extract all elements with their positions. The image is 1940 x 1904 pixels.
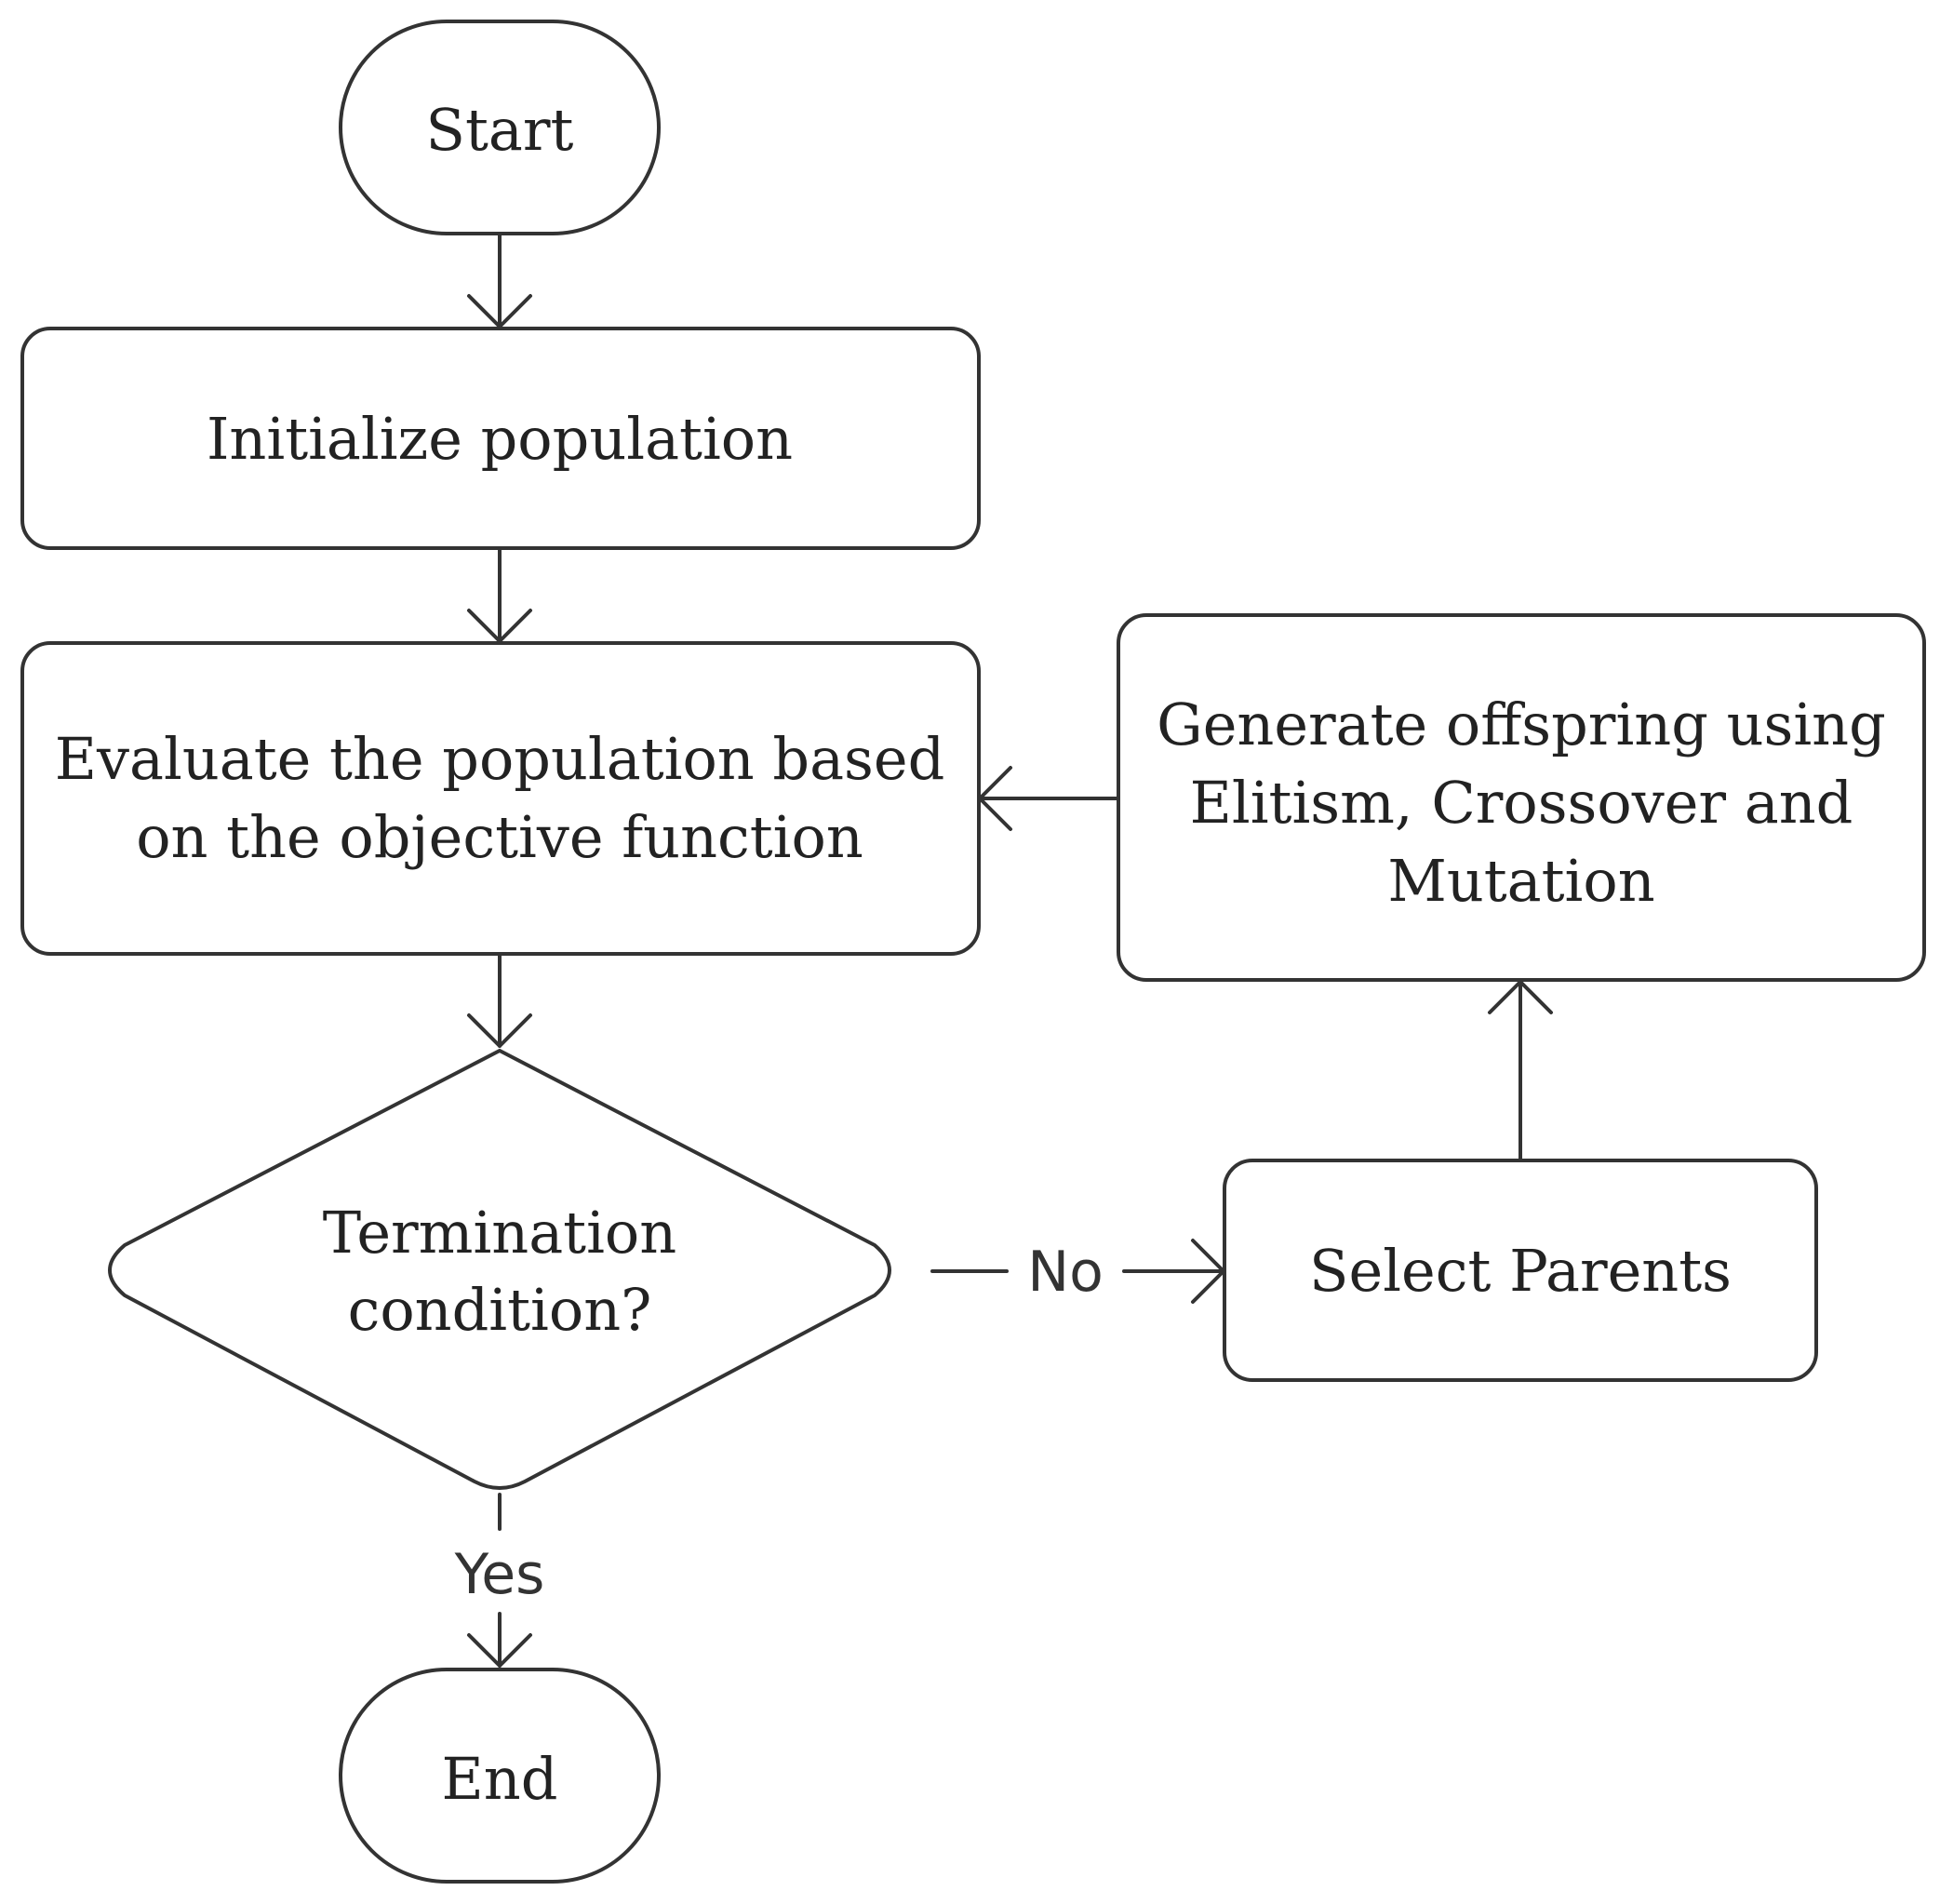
generate-offspring-box: Generate offspring using Elitism, Crosso… <box>1117 613 1926 982</box>
edge-select-to-generate <box>1488 980 1553 1162</box>
termination-decision-diamond: Termination condition? <box>108 1048 891 1490</box>
initialize-population-box: Initialize population <box>20 327 981 550</box>
generate-label-line-2: Elitism, Crossover and <box>1190 769 1853 837</box>
end-terminal: End <box>339 1668 661 1884</box>
select-parents-label: Select Parents <box>1309 1237 1732 1305</box>
edge-initialize-to-evaluate <box>467 547 532 643</box>
start-terminal: Start <box>339 20 661 235</box>
evaluate-label-line-1: Evaluate the population based <box>55 725 945 793</box>
edge-start-to-initialize <box>467 233 532 329</box>
initialize-population-label: Initialize population <box>207 405 793 473</box>
edge-evaluate-to-decision <box>467 954 532 1048</box>
yes-edge-label: Yes <box>454 1542 545 1607</box>
no-edge-label: No <box>1027 1240 1104 1305</box>
edge-decision-to-end-yes <box>467 1493 532 1668</box>
generate-label-line-3: Mutation <box>1387 847 1654 915</box>
decision-label-line-1: Termination <box>323 1199 676 1267</box>
evaluate-population-box: Evaluate the population based on the obj… <box>20 641 981 956</box>
start-label: Start <box>426 96 574 164</box>
end-label: End <box>442 1745 558 1813</box>
generate-label-line-1: Generate offspring using <box>1157 691 1886 758</box>
decision-label-line-2: condition? <box>348 1276 652 1344</box>
edge-generate-to-evaluate <box>978 766 1118 831</box>
select-parents-box: Select Parents <box>1223 1159 1818 1382</box>
evaluate-label-line-2: on the objective function <box>136 803 863 871</box>
